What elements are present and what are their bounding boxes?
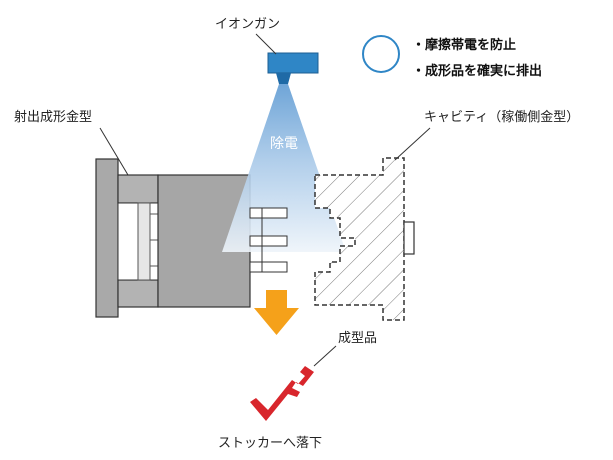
legend-item-0: ・摩擦帯電を防止	[412, 37, 516, 53]
ejector-pin	[137, 202, 151, 281]
cavity-leader	[394, 127, 431, 161]
injection-mold-leader	[99, 127, 129, 176]
cavity-side-tab	[403, 221, 415, 255]
ion-gun-label: イオンガン	[215, 17, 280, 32]
mold-bottom-rail	[117, 279, 159, 308]
stocker-label: ストッカーへ落下	[218, 436, 322, 451]
legend: ・摩擦帯電を防止 ・成形品を確実に排出	[362, 35, 542, 79]
ion-gun-icon	[267, 52, 319, 84]
cavity-mold	[314, 157, 415, 321]
cavity-label: キャビティ（稼働側金型）	[424, 109, 579, 125]
injection-mold-label: 射出成形金型	[14, 109, 92, 125]
mold-top-rail	[117, 174, 159, 204]
legend-item-1: ・成形品を確実に排出	[412, 63, 542, 79]
beam-label: 除電	[270, 136, 298, 152]
molded-part-leader	[313, 345, 337, 367]
ion-beam	[222, 84, 346, 252]
down-arrow-icon	[254, 290, 299, 335]
legend-circle	[362, 35, 400, 73]
molded-part-icon	[250, 366, 314, 421]
mold-clamp-plate	[95, 158, 119, 318]
molded-part-label: 成型品	[338, 331, 377, 346]
core-pins	[249, 207, 288, 273]
cavity-body	[314, 157, 405, 321]
ion-gun-leader	[255, 33, 277, 55]
